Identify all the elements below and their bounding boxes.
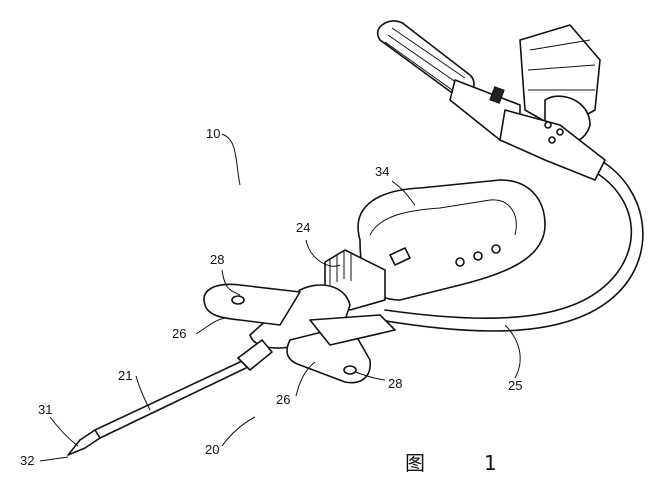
label-26-upper: 26 (172, 326, 186, 341)
label-32: 32 (20, 453, 34, 468)
leader-lines (39, 133, 521, 462)
label-34: 34 (375, 164, 389, 179)
wings (203, 283, 396, 384)
label-24: 24 (296, 220, 310, 235)
tube (379, 159, 644, 332)
label-10: 10 (206, 126, 220, 141)
label-26-lower: 26 (276, 392, 290, 407)
figure-caption-number: 1 (484, 451, 497, 475)
figure-caption-char: 图 (405, 451, 425, 475)
label-25: 25 (508, 378, 522, 393)
clip-body (357, 179, 546, 301)
label-20: 20 (205, 442, 219, 457)
label-31: 31 (38, 402, 52, 417)
needle (67, 339, 273, 456)
label-21: 21 (118, 368, 132, 383)
label-28-lower: 28 (388, 376, 402, 391)
label-28-upper: 28 (210, 252, 224, 267)
connector-assembly (376, 20, 606, 181)
reference-numerals: 10 34 24 28 26 25 28 26 21 31 32 20 (20, 126, 522, 468)
